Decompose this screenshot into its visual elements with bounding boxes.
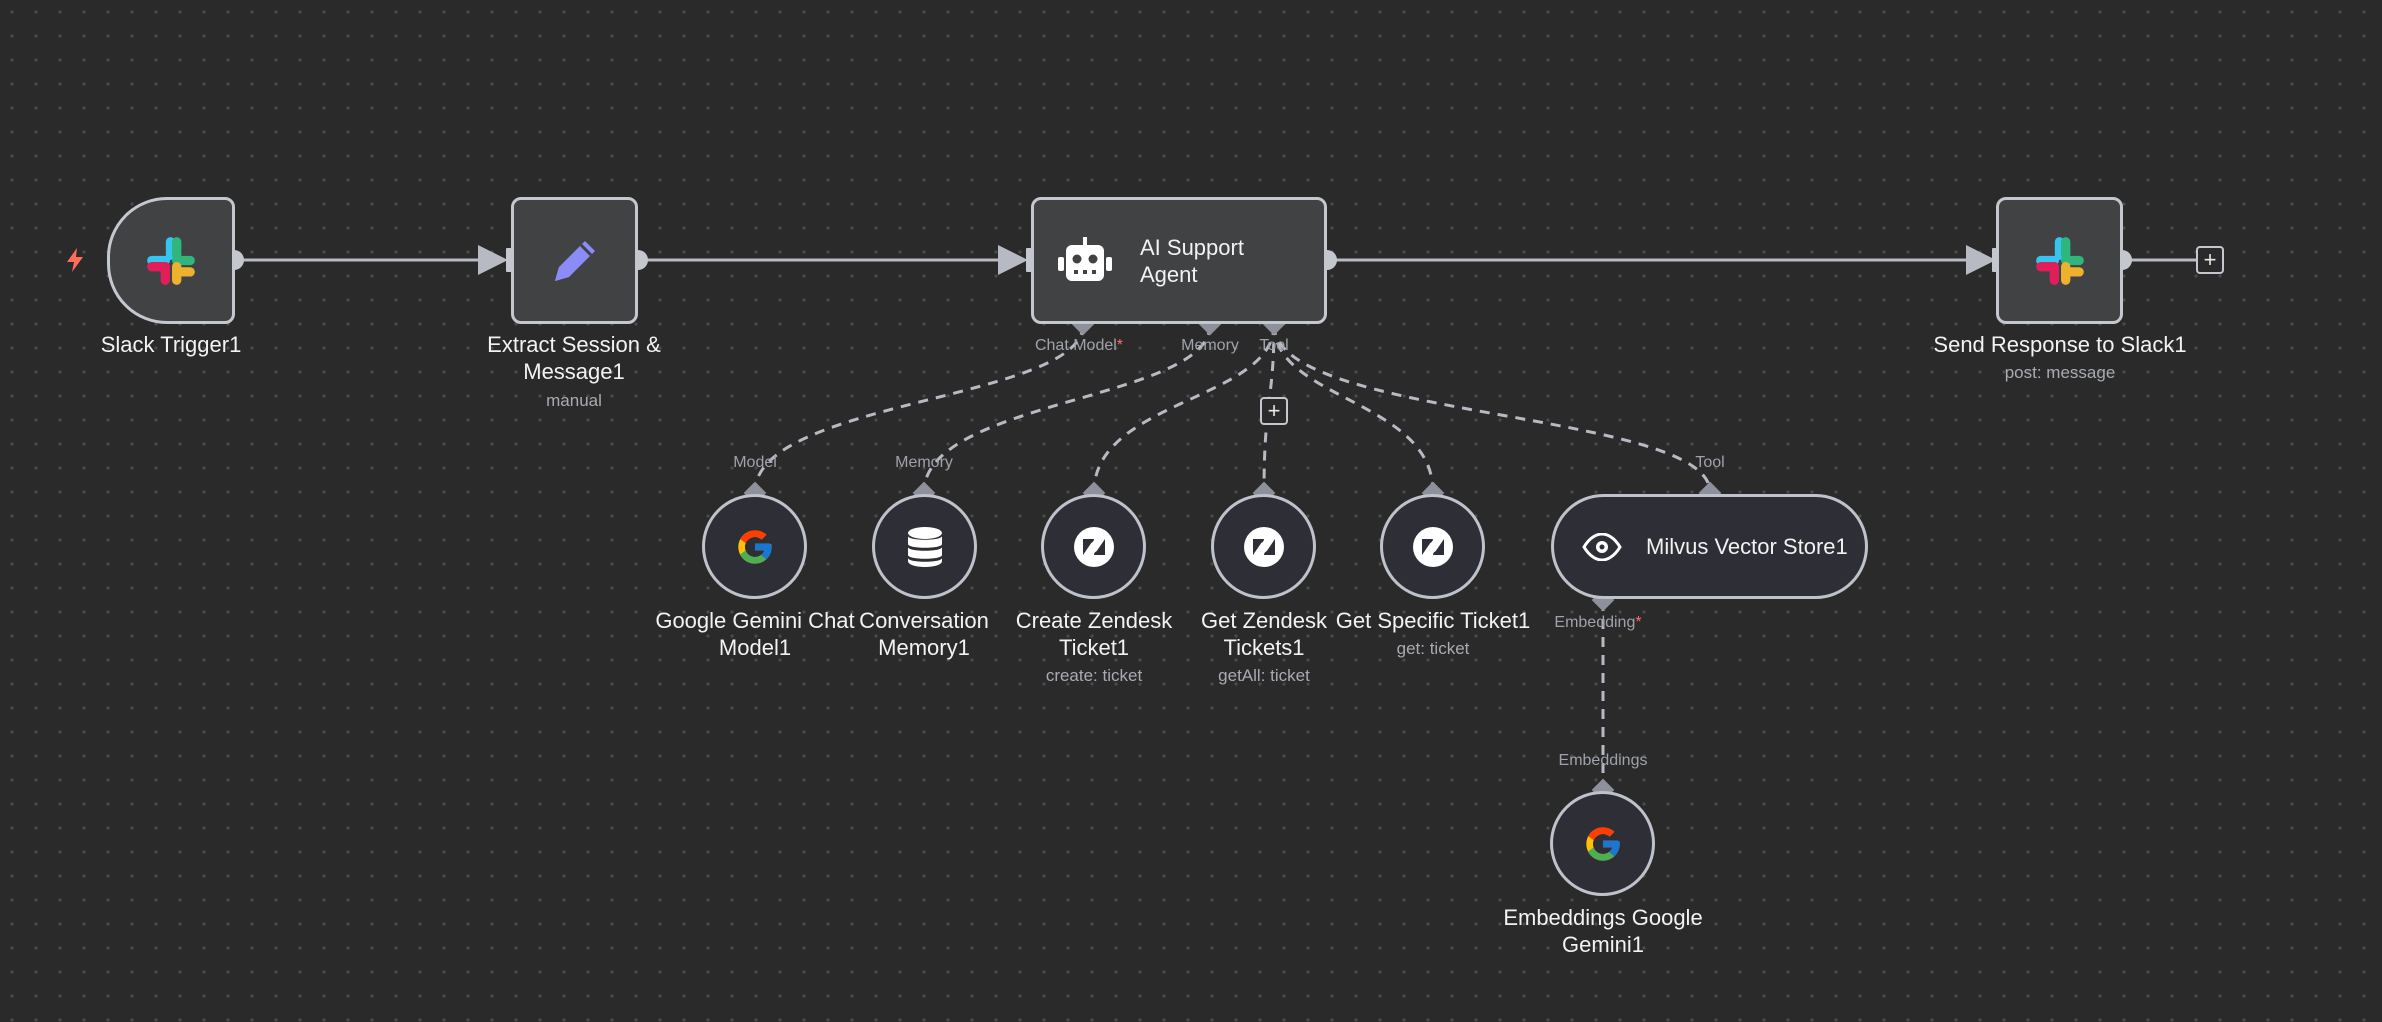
label-text: Chat Model	[1034, 337, 1117, 354]
label-line: Agent	[1140, 261, 1198, 287]
google-g-icon	[1583, 824, 1623, 864]
title-line: Extract Session &	[487, 332, 661, 357]
handle-label-memory: Memory	[1181, 337, 1239, 354]
title-line: Ticket1	[1058, 635, 1130, 660]
robot-icon	[1058, 236, 1112, 285]
zendesk-icon	[1412, 526, 1454, 568]
label-text: Embedding	[1554, 614, 1636, 631]
connection-chat-model[interactable]	[753, 324, 1085, 493]
add-tool-button[interactable]: +	[1260, 397, 1288, 425]
handle-label-embedding: Embedding*	[1554, 614, 1641, 632]
slack-logo-icon	[2032, 233, 2088, 289]
title-line: Tickets1	[1223, 635, 1305, 660]
node-title-conv-memory: Conversation Memory1	[859, 607, 989, 661]
label-line: AI Support	[1140, 234, 1244, 260]
handle-label-tool-in: Tool	[1695, 454, 1725, 471]
node-get-specific-ticket[interactable]	[1380, 494, 1485, 599]
node-title-gemini-chat: Google Gemini Chat Model1	[655, 607, 854, 661]
google-g-icon	[735, 527, 775, 567]
node-title-slack-trigger: Slack Trigger1	[100, 332, 242, 357]
handle-label-model: Model	[733, 454, 777, 471]
database-icon	[907, 526, 943, 567]
node-send-response-slack[interactable]	[1996, 197, 2123, 324]
required-mark: *	[1116, 337, 1124, 354]
node-extract-session[interactable]	[511, 197, 638, 324]
connection-tool-create[interactable]	[1092, 324, 1276, 493]
agent-label: AI Support Agent	[1140, 234, 1244, 288]
node-ai-support-agent[interactable]: AI Support Agent	[1031, 197, 1327, 324]
title-line: Embeddings Google	[1503, 905, 1703, 930]
title-line: Google Gemini Chat	[655, 608, 855, 633]
connection-memory[interactable]	[922, 324, 1212, 493]
node-subtitle-send-slack: post: message	[2004, 363, 2116, 382]
pencil-icon	[547, 233, 603, 289]
node-embeddings-google-gemini[interactable]	[1550, 791, 1655, 896]
node-subtitle-get-specific: get: ticket	[1396, 639, 1470, 658]
slack-logo-icon	[143, 233, 199, 289]
handle-label-memory-in: Memory	[895, 454, 953, 471]
node-slack-trigger[interactable]	[107, 197, 235, 324]
node-title-send-slack: Send Response to Slack1	[1933, 332, 2187, 357]
title-line: Gemini1	[1562, 932, 1644, 957]
connection-tool-milvus[interactable]	[1272, 324, 1712, 493]
title-line: Create Zendesk	[1015, 608, 1173, 633]
node-title-extract-session: Extract Session & Message1	[487, 331, 661, 385]
required-mark: *	[1635, 614, 1642, 631]
add-node-button[interactable]: +	[2196, 246, 2224, 274]
title-line: Memory1	[878, 635, 970, 660]
lightning-bolt-icon	[67, 248, 83, 272]
zendesk-icon	[1073, 526, 1115, 568]
node-subtitle-get-tickets: getAll: ticket	[1218, 666, 1310, 685]
title-line: Get Zendesk	[1201, 608, 1327, 633]
title-line: Conversation	[859, 608, 989, 633]
title-line: Model1	[718, 635, 792, 660]
node-title-embeddings: Embeddings Google Gemini1	[1503, 904, 1702, 958]
node-create-zendesk-ticket[interactable]	[1041, 494, 1146, 599]
zendesk-icon	[1243, 526, 1285, 568]
connection-tool-specific[interactable]	[1272, 324, 1435, 493]
handle-label-tool: Tool	[1259, 337, 1289, 354]
node-title-create-ticket: Create Zendesk Ticket1	[1016, 607, 1173, 661]
node-title-get-specific: Get Specific Ticket1	[1335, 608, 1531, 633]
eye-icon	[1582, 532, 1622, 561]
node-title-get-tickets: Get Zendesk Tickets1	[1201, 607, 1327, 661]
handle-label-embeddings-in: Embeddings	[1558, 752, 1648, 769]
node-conversation-memory[interactable]	[872, 494, 977, 599]
title-line: Message1	[523, 359, 625, 384]
node-subtitle-create-ticket: create: ticket	[1045, 666, 1143, 685]
node-google-gemini-chat[interactable]	[702, 494, 807, 599]
handle-label-chat-model: Chat Model*	[1035, 337, 1123, 355]
node-get-zendesk-tickets[interactable]	[1211, 494, 1316, 599]
node-subtitle-extract: manual	[546, 391, 602, 410]
milvus-label: Milvus Vector Store1	[1646, 534, 1848, 559]
node-milvus-vector-store[interactable]: Milvus Vector Store1	[1551, 494, 1868, 599]
